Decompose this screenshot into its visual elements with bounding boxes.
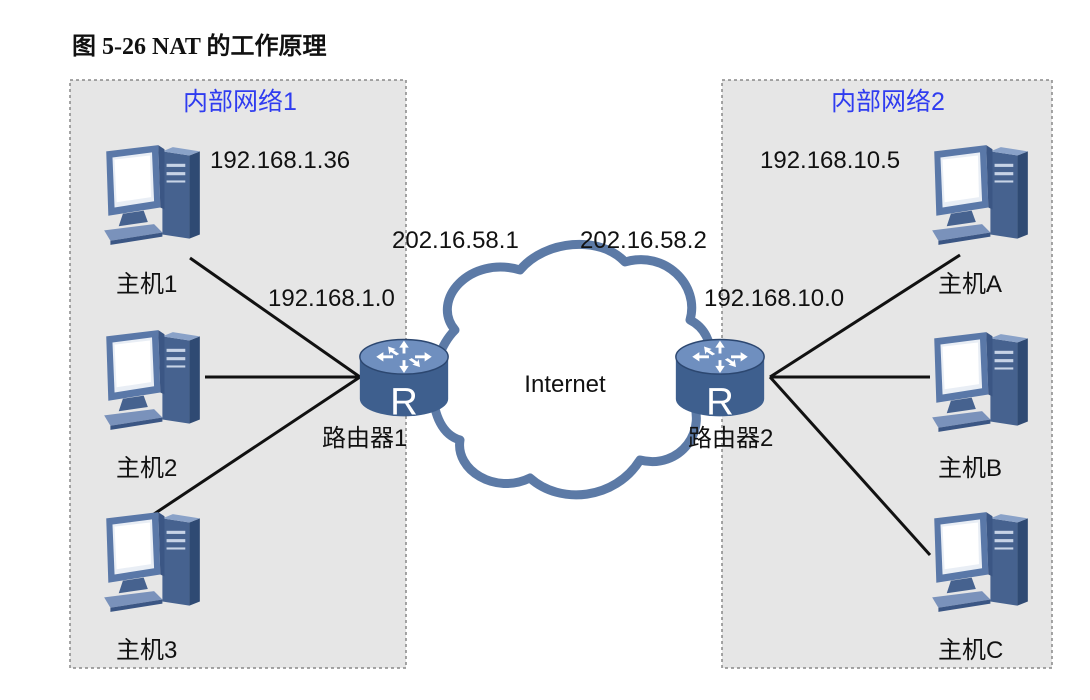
hostA-label: 主机A [938, 271, 1002, 298]
link-host1-router1 [189, 256, 361, 379]
host1-label: 主机1 [116, 271, 177, 298]
host2-label: 主机2 [116, 455, 177, 482]
network2-title: 内部网络2 [831, 88, 945, 116]
link-host3-router1 [144, 375, 361, 522]
link-router2-hostA [769, 253, 961, 379]
hostA-icon [932, 145, 1028, 245]
hostB-icon [932, 332, 1028, 432]
host2-icon [104, 330, 200, 430]
network2-subnet: 192.168.10.0 [704, 285, 844, 312]
network1-title: 内部网络1 [183, 88, 297, 116]
network2-links [768, 253, 961, 557]
router1-public-ip: 202.16.58.1 [392, 227, 519, 254]
network2-host-ip: 192.168.10.5 [760, 147, 900, 174]
internet-cloud: Internet [428, 239, 716, 500]
router2-label: 路由器2 [688, 425, 773, 452]
host3-label: 主机3 [116, 637, 177, 664]
router1-icon [359, 338, 449, 424]
cloud-icon [428, 239, 716, 500]
network1-host-ip: 192.168.1.36 [210, 147, 350, 174]
hostB-label: 主机B [938, 455, 1002, 482]
router2-public-ip: 202.16.58.2 [580, 227, 707, 254]
link-router2-hostC [768, 375, 932, 557]
network1-links [144, 256, 361, 522]
router1-label: 路由器1 [322, 425, 407, 452]
hostC-label: 主机C [938, 637, 1003, 664]
hostC-icon [932, 512, 1028, 612]
host1-icon [104, 145, 200, 245]
figure-caption: 图 5-26 NAT 的工作原理 [72, 32, 326, 60]
internet-label: Internet [524, 371, 606, 398]
network1-subnet: 192.168.1.0 [268, 285, 395, 312]
host3-icon [104, 512, 200, 612]
router2-icon [675, 338, 765, 424]
